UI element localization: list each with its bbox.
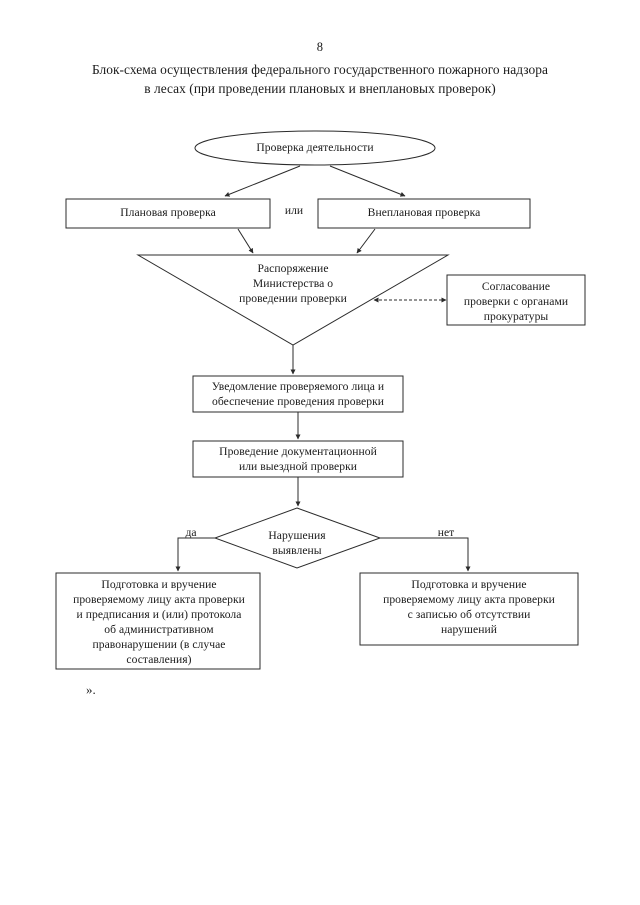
decision-label-line-2: выявлены: [272, 544, 322, 557]
order-label-line-1: Распоряжение: [257, 262, 329, 275]
order-label: Распоряжение Министерства о проведении п…: [200, 261, 386, 306]
notification-label-line-1: Уведомление проверяемого лица и: [211, 380, 385, 393]
shape-order-triangle: [136, 254, 450, 346]
outcome-violations-line-5: правонарушении (в случае: [92, 638, 226, 651]
conducting-label-line-1: Проведение документационной: [219, 445, 377, 458]
planned-label: Плановая проверка: [120, 206, 216, 219]
outcome-no-violations-line-4: нарушений: [441, 623, 497, 636]
connector-decision-yes: [175, 537, 215, 572]
start-label: Проверка деятельности: [256, 141, 374, 154]
connector-unplanned-to-order: [356, 228, 376, 254]
shape-unplanned-box: [317, 198, 531, 229]
closing-quote-mark: ».: [86, 682, 96, 697]
connector-decision-no: [380, 537, 471, 572]
decision-yes-label: да: [185, 526, 197, 539]
outcome-violations-line-2: проверяемому лицу акта проверки: [73, 593, 245, 606]
decision-label-line-1: Нарушения: [268, 529, 326, 542]
notification-label-line-2: обеспечение проведения проверки: [211, 395, 385, 408]
outcome-violations-label: Подготовка и вручение проверяемому лицу …: [58, 577, 260, 667]
unplanned-label: Внеплановая проверка: [367, 206, 481, 219]
shape-prosecutor-box: [446, 274, 586, 326]
connector-planned-to-order: [237, 228, 254, 254]
shape-outcome-violations-box: [55, 572, 261, 670]
order-label-line-2: Министерства о: [252, 277, 334, 290]
page-title-line-1: Блок-схема осуществления федерального го…: [91, 62, 549, 77]
order-label-line-3: проведении проверки: [239, 292, 347, 305]
outcome-violations-line-6: составления): [126, 653, 192, 666]
conducting-label-line-2: или выездной проверки: [238, 460, 358, 473]
decision-no-label: нет: [437, 526, 455, 539]
decision-label: Нарушения выявлены: [232, 528, 362, 558]
outcome-violations-line-3: и предписания и (или) протокола: [76, 608, 242, 621]
prosecutor-label-line-1: Согласование: [481, 280, 551, 293]
outcome-violations-line-1: Подготовка и вручение: [101, 578, 217, 591]
outcome-violations-line-4: об административном: [104, 623, 214, 636]
outcome-no-violations-line-3: с записью об отсутствии: [407, 608, 531, 621]
connector-start-to-unplanned: [329, 165, 406, 197]
outcome-no-violations-line-2: проверяемому лицу акта проверки: [383, 593, 555, 606]
shape-outcome-no-violations-box: [359, 572, 579, 646]
shape-planned-box: [65, 198, 271, 229]
shape-start-ellipse: [194, 130, 436, 166]
page-title-line-2: в лесах (при проведении плановых и внепл…: [144, 81, 496, 96]
page-title: Блок-схема осуществления федерального го…: [45, 60, 595, 98]
or-label: или: [284, 204, 304, 217]
outcome-no-violations-line-1: Подготовка и вручение: [411, 578, 527, 591]
connector-start-to-planned: [224, 165, 301, 197]
prosecutor-label: Согласование проверки с органами прокура…: [450, 279, 582, 324]
conducting-label: Проведение документационной или выездной…: [193, 444, 403, 474]
page-number: 8: [316, 40, 324, 54]
shape-decision-diamond: [213, 507, 382, 569]
prosecutor-label-line-3: прокуратуры: [483, 310, 549, 323]
outcome-no-violations-label: Подготовка и вручение проверяемому лицу …: [362, 577, 576, 637]
notification-label: Уведомление проверяемого лица и обеспече…: [193, 379, 403, 409]
prosecutor-label-line-2: проверки с органами: [463, 295, 569, 308]
